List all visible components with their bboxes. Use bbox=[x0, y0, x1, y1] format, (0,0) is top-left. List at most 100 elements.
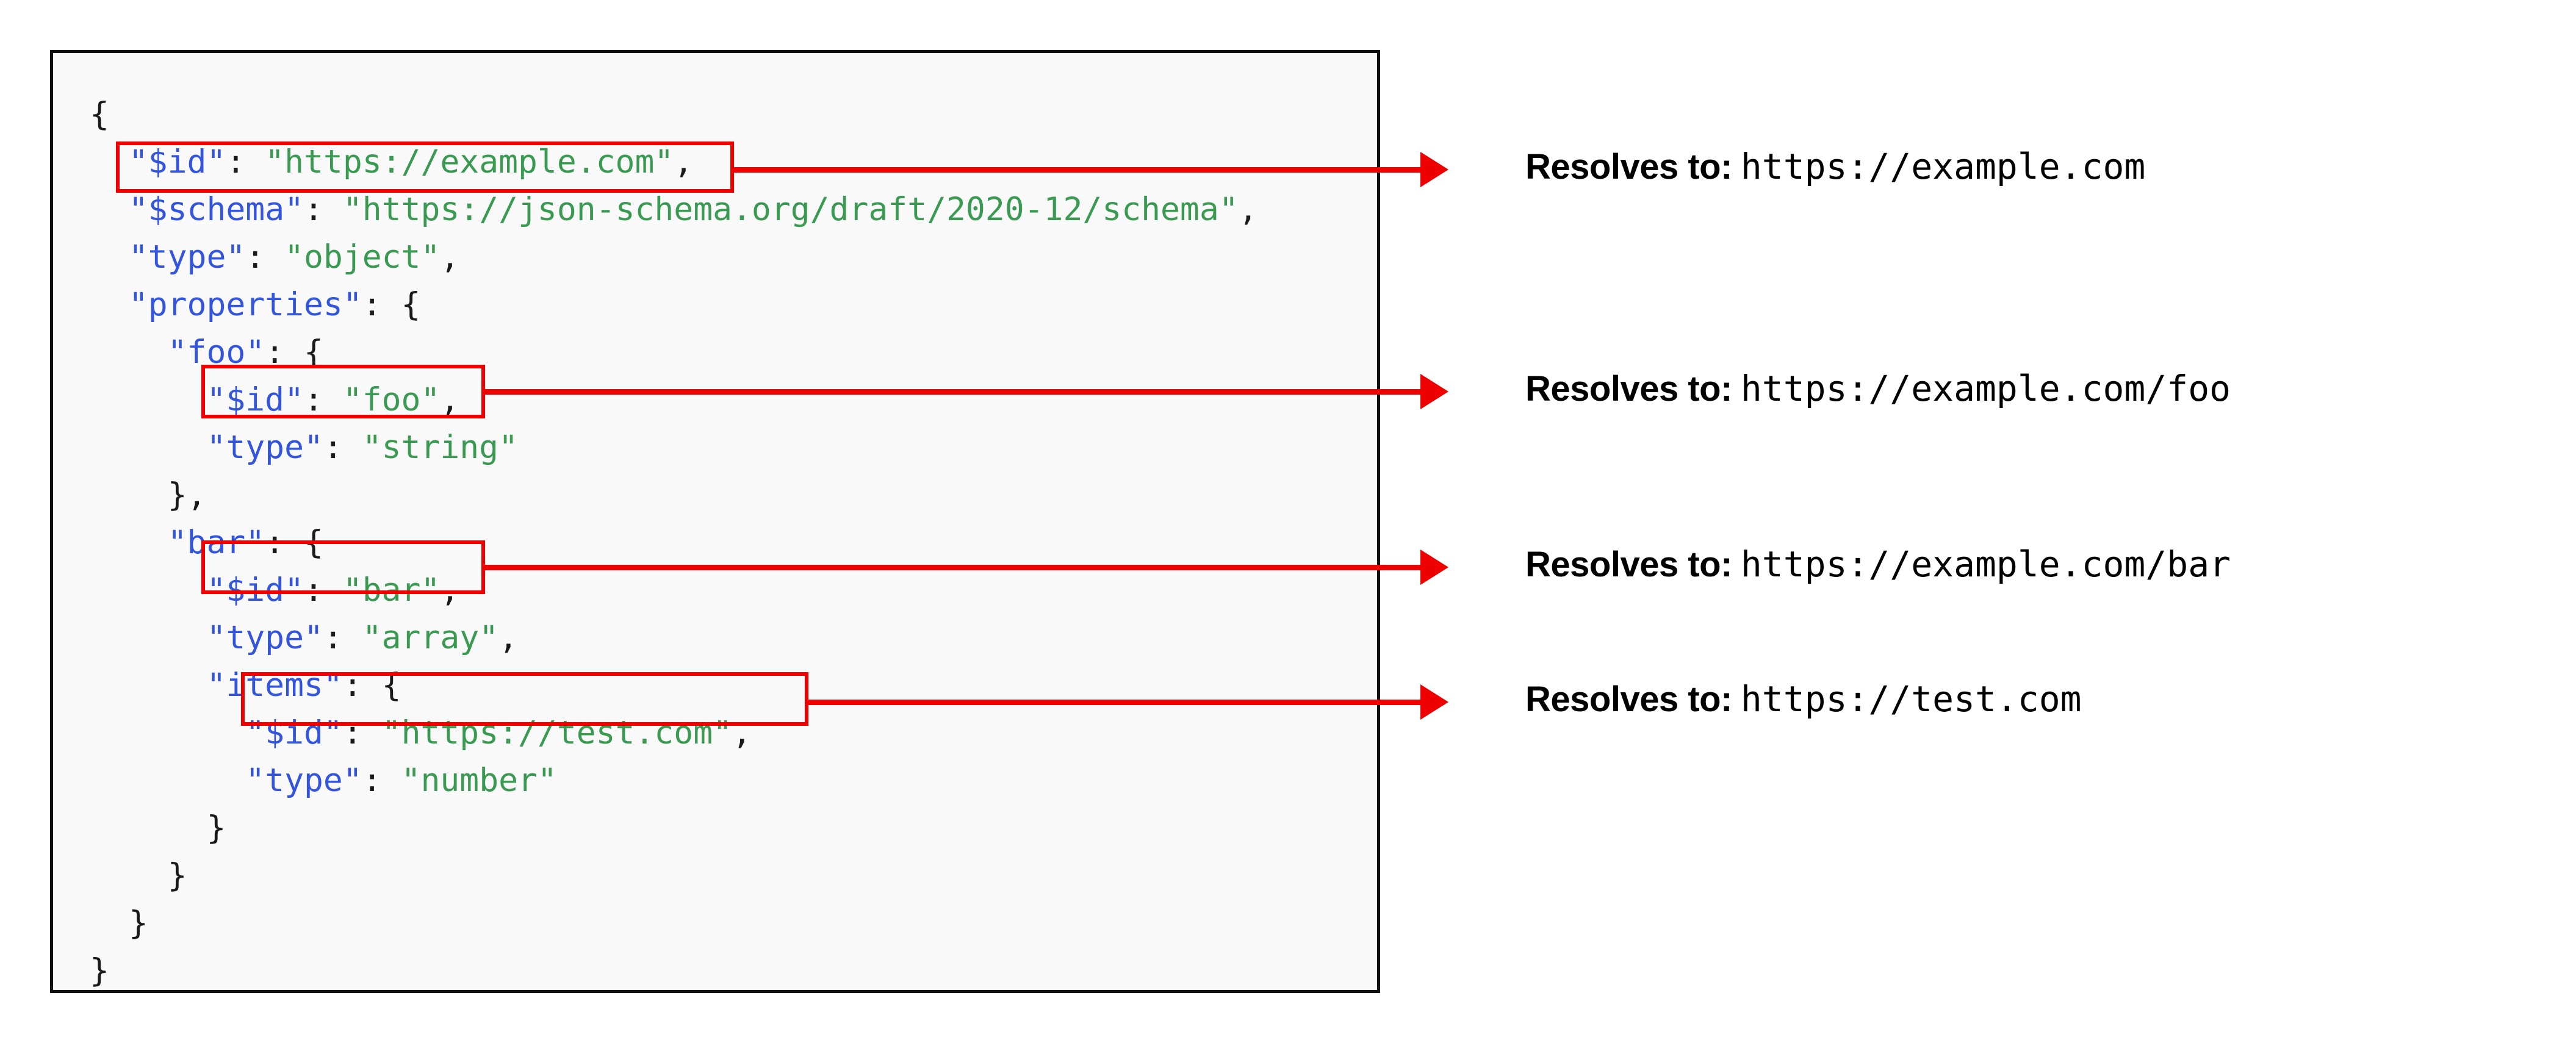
code-indent bbox=[90, 238, 129, 276]
json-punctuation: : bbox=[323, 429, 362, 466]
code-indent bbox=[90, 286, 129, 323]
json-string: "bar" bbox=[342, 572, 441, 609]
json-punctuation: : { bbox=[342, 667, 401, 704]
code-indent bbox=[90, 762, 245, 799]
json-string: "https://example.com" bbox=[265, 143, 674, 181]
code-line: "$id": "https://example.com", bbox=[90, 138, 1258, 186]
json-punctuation: } bbox=[128, 905, 148, 942]
code-line: } bbox=[90, 852, 1258, 900]
resolved-uri-value: https://example.com bbox=[1740, 146, 2146, 187]
json-punctuation: : bbox=[342, 714, 382, 751]
json-punctuation: } bbox=[206, 809, 226, 847]
connector-root-arrow-icon bbox=[1420, 152, 1448, 187]
json-code-panel: { "$id": "https://example.com", "$schema… bbox=[50, 50, 1380, 993]
json-punctuation: : { bbox=[265, 334, 323, 371]
code-line: "foo": { bbox=[90, 329, 1258, 376]
json-key: "items" bbox=[206, 667, 343, 704]
code-line: "$id": "https://test.com", bbox=[90, 709, 1258, 757]
code-line: }, bbox=[90, 471, 1258, 519]
code-line: "type": "string" bbox=[90, 424, 1258, 471]
code-line: "$id": "foo", bbox=[90, 376, 1258, 424]
connector-items-arrow-icon bbox=[1420, 684, 1448, 720]
json-punctuation: , bbox=[674, 143, 694, 181]
json-punctuation: : bbox=[245, 238, 285, 276]
resolves-to-root: Resolves to:https://example.com bbox=[1525, 149, 2145, 185]
resolves-to-items: Resolves to:https://test.com bbox=[1525, 681, 2082, 717]
code-line: } bbox=[90, 900, 1258, 947]
json-key: "type" bbox=[206, 619, 323, 656]
json-key: "properties" bbox=[128, 286, 362, 323]
json-key: "bar" bbox=[167, 524, 265, 561]
json-punctuation: : bbox=[362, 762, 401, 799]
json-key: "$id" bbox=[245, 714, 343, 751]
resolves-to-label: Resolves to: bbox=[1525, 545, 1732, 584]
json-punctuation: : bbox=[304, 572, 343, 609]
code-line: "$schema": "https://json-schema.org/draf… bbox=[90, 186, 1258, 234]
resolved-uri-value: https://test.com bbox=[1740, 678, 2082, 720]
json-punctuation: , bbox=[1238, 191, 1258, 228]
code-indent bbox=[90, 572, 206, 609]
json-key: "$schema" bbox=[128, 191, 304, 228]
json-key: "type" bbox=[245, 762, 362, 799]
json-key: "type" bbox=[206, 429, 323, 466]
code-indent bbox=[90, 334, 168, 371]
code-line: "type": "array", bbox=[90, 614, 1258, 662]
resolves-to-bar: Resolves to:https://example.com/bar bbox=[1525, 547, 2231, 582]
code-indent bbox=[90, 905, 129, 942]
resolves-to-label: Resolves to: bbox=[1525, 147, 1732, 187]
code-indent bbox=[90, 619, 206, 656]
resolves-to-label: Resolves to: bbox=[1525, 369, 1732, 409]
json-string: "array" bbox=[362, 619, 499, 656]
json-punctuation: } bbox=[167, 857, 187, 894]
code-indent bbox=[90, 714, 245, 751]
json-key: "type" bbox=[128, 238, 246, 276]
connector-bar-arrow-icon bbox=[1420, 550, 1448, 585]
json-punctuation: : bbox=[304, 191, 343, 228]
connector-foo-arrow-icon bbox=[1420, 374, 1448, 409]
code-indent bbox=[90, 381, 206, 418]
connector-root-line bbox=[734, 167, 1420, 173]
json-punctuation: : bbox=[304, 381, 343, 418]
code-indent bbox=[90, 857, 168, 894]
code-line: "type": "number" bbox=[90, 757, 1258, 805]
code-line: "properties": { bbox=[90, 281, 1258, 329]
json-punctuation: : { bbox=[265, 524, 323, 561]
json-punctuation: , bbox=[732, 714, 752, 751]
code-indent bbox=[90, 667, 206, 704]
resolved-uri-value: https://example.com/bar bbox=[1740, 543, 2231, 585]
connector-items-line bbox=[808, 700, 1420, 705]
code-indent bbox=[90, 429, 206, 466]
code-indent bbox=[90, 191, 129, 228]
json-key: "$id" bbox=[206, 572, 304, 609]
code-line: { bbox=[90, 91, 1258, 138]
json-punctuation: : bbox=[226, 143, 265, 181]
code-indent bbox=[90, 143, 129, 181]
code-line: "type": "object", bbox=[90, 234, 1258, 281]
json-punctuation: , bbox=[440, 572, 460, 609]
resolved-uri-value: https://example.com/foo bbox=[1740, 368, 2231, 409]
resolves-to-label: Resolves to: bbox=[1525, 679, 1732, 719]
json-punctuation: , bbox=[498, 619, 519, 656]
json-string: "number" bbox=[401, 762, 557, 799]
json-key: "$id" bbox=[206, 381, 304, 418]
resolves-to-foo: Resolves to:https://example.com/foo bbox=[1525, 371, 2231, 407]
code-line: "$id": "bar", bbox=[90, 567, 1258, 614]
json-string: "object" bbox=[284, 238, 441, 276]
json-punctuation: , bbox=[440, 381, 460, 418]
code-indent bbox=[90, 809, 206, 847]
json-punctuation: } bbox=[90, 952, 109, 989]
code-line: } bbox=[90, 805, 1258, 852]
code-line: "bar": { bbox=[90, 519, 1258, 567]
code-indent bbox=[90, 476, 168, 514]
code-line: } bbox=[90, 947, 1258, 990]
json-string: "https://json-schema.org/draft/2020-12/s… bbox=[342, 191, 1239, 228]
code-indent bbox=[90, 524, 168, 561]
json-string: "string" bbox=[362, 429, 519, 466]
json-punctuation: : { bbox=[362, 286, 421, 323]
json-code-block: { "$id": "https://example.com", "$schema… bbox=[90, 91, 1258, 990]
connector-foo-line bbox=[485, 389, 1420, 395]
json-key: "foo" bbox=[167, 334, 265, 371]
json-punctuation: , bbox=[440, 238, 460, 276]
json-punctuation: }, bbox=[167, 476, 207, 514]
